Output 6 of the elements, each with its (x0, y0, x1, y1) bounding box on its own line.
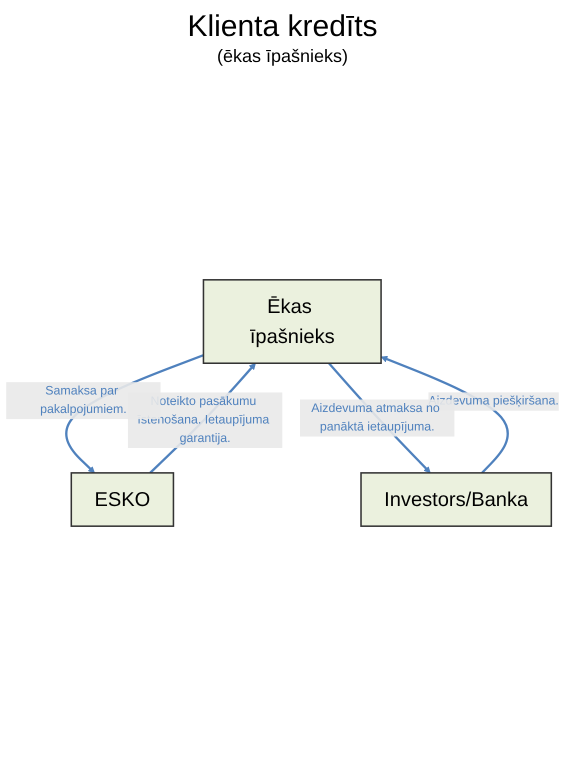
subtitle: (ēkas īpašnieks) (216, 46, 350, 67)
node-box (70, 472, 174, 527)
node-box (202, 279, 382, 364)
diagram-title: Klienta kredīts (186, 10, 379, 44)
edge-label: Samaksa par pakalpojumiem. (40, 384, 127, 416)
node-box (360, 472, 552, 527)
